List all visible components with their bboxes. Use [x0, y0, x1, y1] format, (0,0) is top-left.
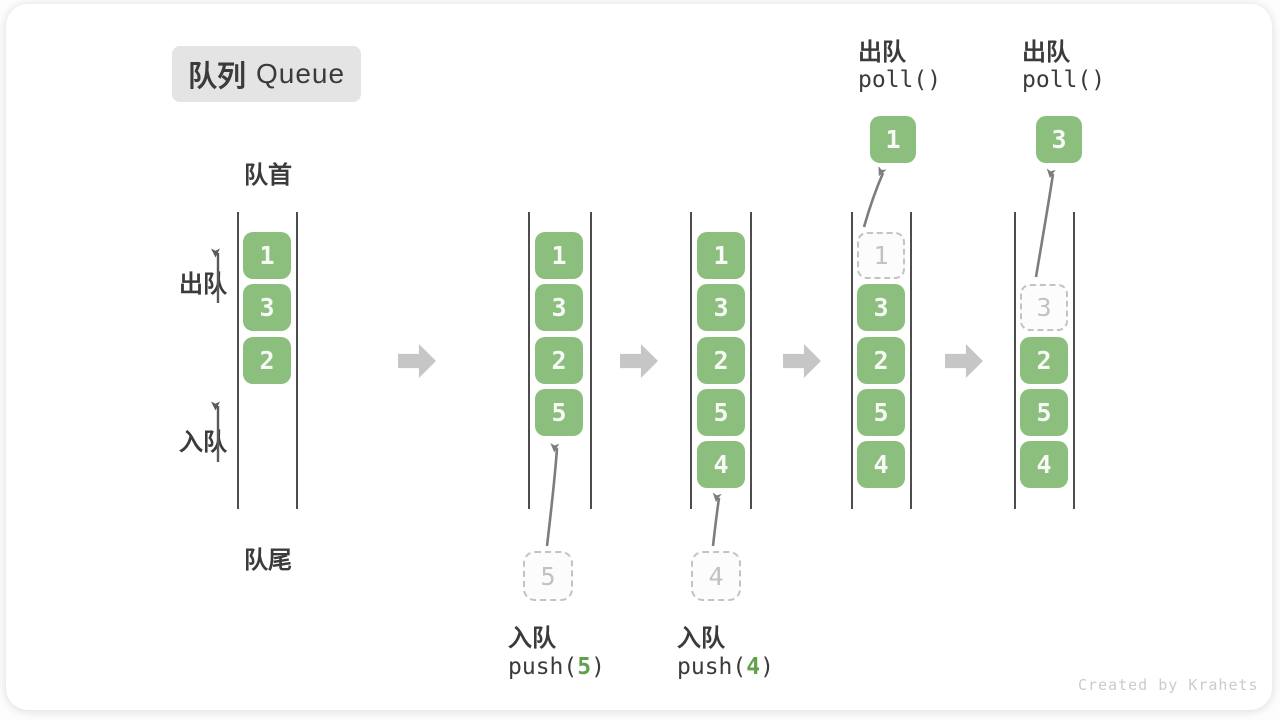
watermark: Created by Krahets: [1078, 676, 1259, 694]
queue-wall-left: [851, 212, 853, 509]
queue-wall-left: [690, 212, 692, 509]
pending-item: 4: [691, 551, 741, 601]
queue-item: 1: [243, 232, 291, 279]
queue-item: 4: [857, 441, 905, 488]
label-queue-front: 队首: [244, 162, 292, 189]
label-dequeue-direction: 出队: [179, 271, 227, 298]
label-queue-rear: 队尾: [244, 547, 292, 574]
queue-wall-right: [910, 212, 912, 509]
queue-wall-right: [1073, 212, 1075, 509]
queue-item: 4: [1020, 441, 1068, 488]
op-code-push-5: push(5): [508, 654, 605, 680]
queue-item: 3: [697, 284, 745, 331]
op-code-poll: poll(): [1022, 67, 1106, 93]
queue-item: 5: [535, 389, 583, 436]
queue-wall-left: [237, 212, 239, 509]
queue-item: 2: [243, 337, 291, 384]
queue-item: 3: [243, 284, 291, 331]
queue-item: 4: [697, 441, 745, 488]
code-text: push(: [508, 654, 578, 680]
label-enqueue-direction: 入队: [179, 429, 227, 456]
queue-item: 5: [1020, 389, 1068, 436]
op-code-poll: poll(): [858, 67, 942, 93]
op-code-push-4: push(4): [677, 654, 774, 680]
title-zh: 队列: [187, 61, 246, 93]
queue-wall-left: [528, 212, 530, 509]
queue-item: 2: [535, 337, 583, 384]
ghost-item: 3: [1020, 284, 1068, 331]
queue-wall-right: [296, 212, 298, 509]
op-label-enqueue: 入队: [508, 625, 556, 652]
queue-wall-right: [590, 212, 592, 509]
queue-item: 3: [535, 284, 583, 331]
popped-item: 1: [870, 116, 916, 163]
op-label-dequeue: 出队: [858, 39, 906, 66]
queue-item: 2: [697, 337, 745, 384]
title-en: Queue: [255, 58, 346, 89]
code-text: ): [591, 654, 605, 680]
popped-item: 3: [1036, 116, 1082, 163]
queue-item: 5: [697, 389, 745, 436]
op-label-dequeue: 出队: [1022, 39, 1070, 66]
op-label-enqueue: 入队: [677, 625, 725, 652]
code-text: ): [760, 654, 774, 680]
queue-wall-right: [750, 212, 752, 509]
queue-item: 5: [857, 389, 905, 436]
queue-wall-left: [1014, 212, 1016, 509]
title-box: 队列 Queue: [172, 46, 361, 102]
pending-item: 5: [523, 551, 573, 601]
queue-item: 2: [857, 337, 905, 384]
queue-item: 1: [697, 232, 745, 279]
queue-item: 2: [1020, 337, 1068, 384]
queue-item: 1: [535, 232, 583, 279]
code-text: push(: [677, 654, 747, 680]
queue-item: 3: [857, 284, 905, 331]
code-arg: 5: [577, 654, 592, 680]
ghost-item: 1: [857, 232, 905, 279]
code-arg: 4: [746, 654, 761, 680]
